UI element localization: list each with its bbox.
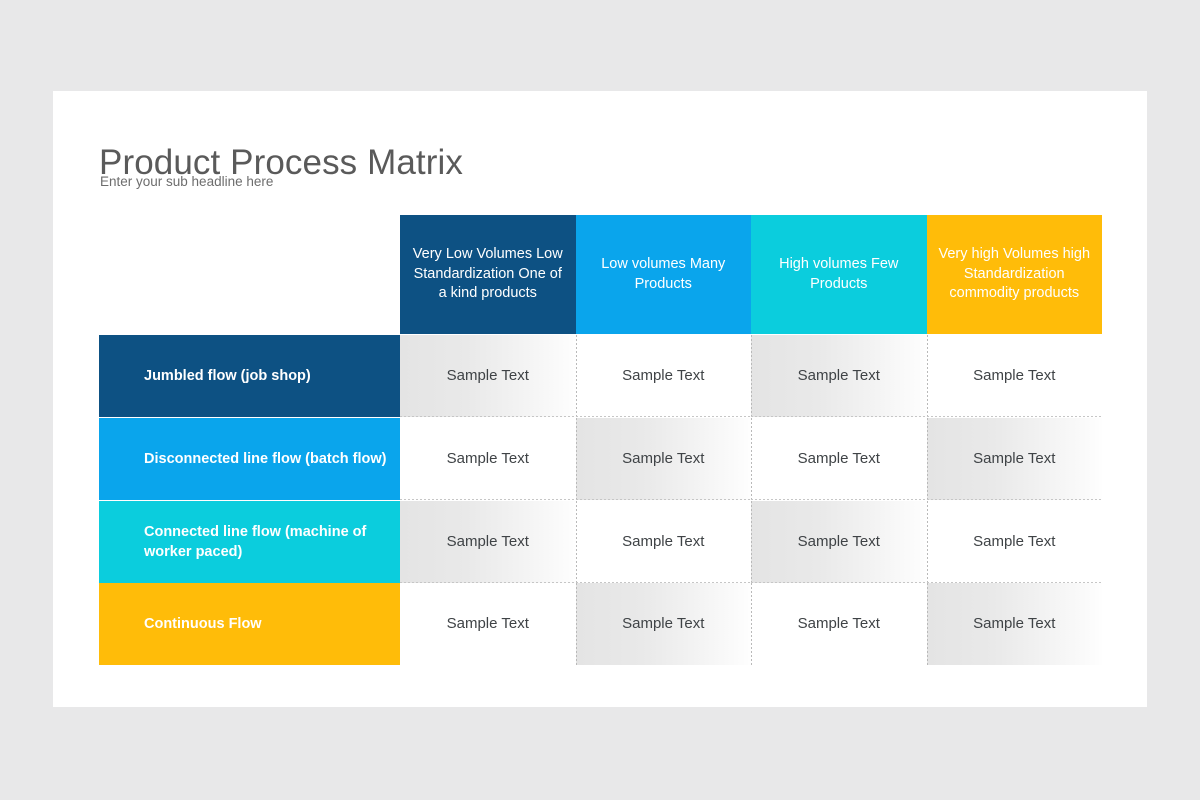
matrix-cell-label: Sample Text xyxy=(622,615,705,633)
row-header-disconnected-line-flow[interactable]: Disconnected line flow (batch flow) xyxy=(99,418,400,500)
matrix-cell-r1-c3[interactable]: Sample Text xyxy=(751,335,927,417)
row-header-connected-line-flow[interactable]: Connected line flow (machine of worker p… xyxy=(99,501,400,583)
matrix-cell-label: Sample Text xyxy=(446,450,529,468)
matrix-cell-r4-c4[interactable]: Sample Text xyxy=(926,583,1102,665)
matrix-cell-r1-c4[interactable]: Sample Text xyxy=(926,335,1102,417)
matrix-cell-r4-c1[interactable]: Sample Text xyxy=(400,583,576,665)
product-process-matrix: Very Low Volumes Low Standardization One… xyxy=(53,91,1147,707)
matrix-cell-r3-c4[interactable]: Sample Text xyxy=(926,501,1102,583)
matrix-cell-r2-c3[interactable]: Sample Text xyxy=(751,418,927,500)
matrix-cell-r3-c2[interactable]: Sample Text xyxy=(575,501,751,583)
matrix-cell-r4-c3[interactable]: Sample Text xyxy=(751,583,927,665)
matrix-cell-label: Sample Text xyxy=(446,367,529,385)
row-header-continuous-flow[interactable]: Continuous Flow xyxy=(99,583,400,665)
matrix-cell-r3-c3[interactable]: Sample Text xyxy=(751,501,927,583)
matrix-cell-label: Sample Text xyxy=(973,615,1056,633)
matrix-cell-label: Sample Text xyxy=(973,533,1056,551)
column-header-label: Very high Volumes high Standardization c… xyxy=(938,246,1091,302)
matrix-cell-label: Sample Text xyxy=(446,615,529,633)
matrix-cell-label: Sample Text xyxy=(797,450,880,468)
page-title: Product Process Matrix xyxy=(99,143,463,183)
matrix-cell-label: Sample Text xyxy=(622,533,705,551)
matrix-cell-r2-c4[interactable]: Sample Text xyxy=(926,418,1102,500)
matrix-cell-label: Sample Text xyxy=(973,450,1056,468)
matrix-cell-r3-c1[interactable]: Sample Text xyxy=(400,501,576,583)
row-header-label: Connected line flow (machine of worker p… xyxy=(144,523,367,560)
matrix-cell-r2-c1[interactable]: Sample Text xyxy=(400,418,576,500)
column-header-very-low-volumes[interactable]: Very Low Volumes Low Standardization One… xyxy=(400,215,576,334)
matrix-cell-r1-c2[interactable]: Sample Text xyxy=(575,335,751,417)
page-subtitle: Enter your sub headline here xyxy=(100,174,274,189)
row-header-label: Disconnected line flow (batch flow) xyxy=(144,450,387,467)
column-header-low-volumes[interactable]: Low volumes Many Products xyxy=(575,215,751,334)
column-header-very-high-volumes[interactable]: Very high Volumes high Standardization c… xyxy=(926,215,1102,334)
matrix-cell-label: Sample Text xyxy=(973,367,1056,385)
column-header-label: Very Low Volumes Low Standardization One… xyxy=(412,246,563,302)
column-header-high-volumes[interactable]: High volumes Few Products xyxy=(751,215,927,334)
column-header-label: Low volumes Many Products xyxy=(601,255,726,292)
matrix-cell-label: Sample Text xyxy=(797,367,880,385)
matrix-cell-r4-c2[interactable]: Sample Text xyxy=(575,583,751,665)
row-header-label: Continuous Flow xyxy=(144,615,262,632)
matrix-cell-r1-c1[interactable]: Sample Text xyxy=(400,335,576,417)
column-header-label: High volumes Few Products xyxy=(779,255,899,292)
matrix-cell-label: Sample Text xyxy=(446,533,529,551)
matrix-cell-label: Sample Text xyxy=(622,367,705,385)
matrix-cell-label: Sample Text xyxy=(797,615,880,633)
matrix-cell-label: Sample Text xyxy=(622,450,705,468)
row-header-label: Jumbled flow (job shop) xyxy=(144,367,311,384)
matrix-cell-r2-c2[interactable]: Sample Text xyxy=(575,418,751,500)
slide-card: Product Process Matrix Enter your sub he… xyxy=(53,91,1147,707)
row-header-jumbled-flow[interactable]: Jumbled flow (job shop) xyxy=(99,335,400,417)
matrix-cell-label: Sample Text xyxy=(797,533,880,551)
